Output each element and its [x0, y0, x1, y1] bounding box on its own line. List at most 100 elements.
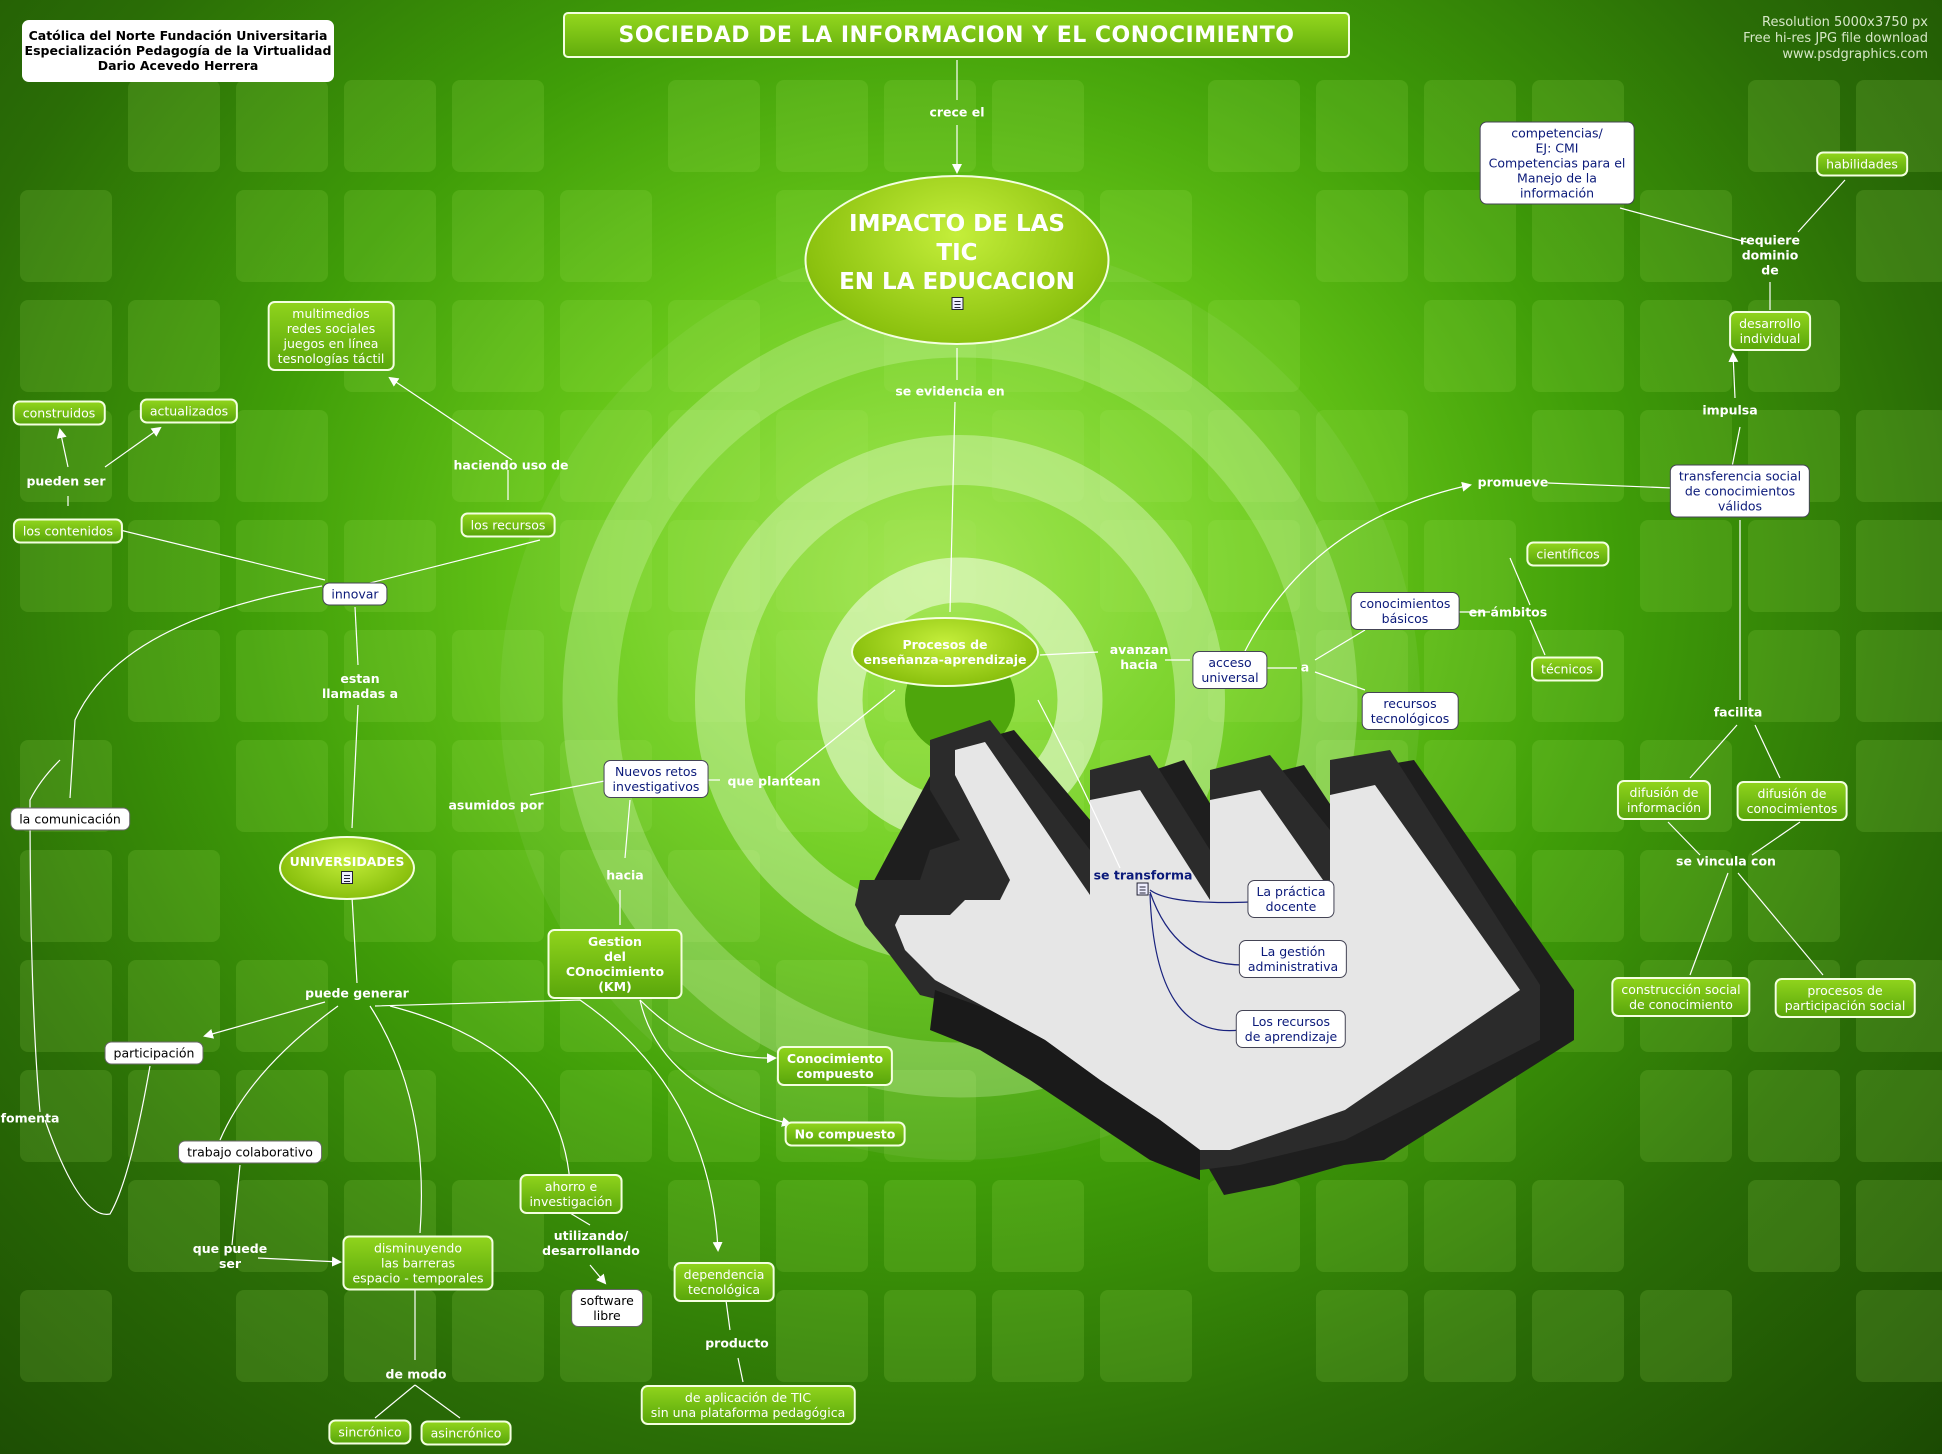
node-recursos-tecnologicos[interactable]: recursos tecnológicos: [1362, 692, 1459, 730]
node-cientificos[interactable]: científicos: [1526, 542, 1609, 567]
node-dependencia[interactable]: dependencia tecnológica: [674, 1262, 775, 1302]
node-line: Conocimiento: [787, 1051, 883, 1066]
node-line: tesnologías táctil: [278, 351, 385, 366]
node-gestion-administrativa[interactable]: La gestión administrativa: [1239, 940, 1347, 978]
node-line: disminuyendo: [352, 1241, 483, 1256]
link-line: hacia: [1110, 657, 1169, 672]
node-line: de conocimiento: [1621, 997, 1740, 1012]
node-acceso-universal[interactable]: acceso universal: [1192, 651, 1267, 689]
node-software-libre[interactable]: software libre: [571, 1289, 643, 1327]
node-line: conocimientos: [1360, 596, 1451, 611]
link-se-evidencia-en: se evidencia en: [895, 384, 1004, 399]
link-producto: producto: [705, 1336, 769, 1351]
node-line: procesos de: [1785, 983, 1906, 998]
document-icon[interactable]: [341, 871, 353, 884]
node-line: (KM): [558, 979, 673, 994]
node-line: juegos en línea: [278, 336, 385, 351]
link-hacia: hacia: [606, 868, 643, 883]
node-tecnicos[interactable]: técnicos: [1531, 657, 1603, 682]
concept-universidades[interactable]: UNIVERSIDADES: [279, 836, 415, 900]
node-line: docente: [1256, 899, 1325, 914]
node-disminuyendo[interactable]: disminuyendo las barreras espacio - temp…: [342, 1236, 493, 1291]
node-conocimiento-compuesto[interactable]: Conocimiento compuesto: [777, 1046, 893, 1086]
node-line: EJ: CMI: [1489, 141, 1626, 156]
node-line: ahorro e: [530, 1179, 613, 1194]
node-habilidades[interactable]: habilidades: [1816, 152, 1908, 177]
link-line: desarrollando: [542, 1243, 640, 1258]
node-los-contenidos[interactable]: los contenidos: [13, 519, 123, 544]
node-line: competencias/: [1489, 126, 1626, 141]
watermark: Resolution 5000x3750 px Free hi-res JPG …: [1743, 15, 1928, 63]
node-participacion[interactable]: participación: [105, 1042, 204, 1065]
node-practica-docente[interactable]: La práctica docente: [1247, 880, 1334, 918]
node-line: COnocimiento: [558, 964, 673, 979]
concept-line: enseñanza-aprendizaje: [863, 652, 1026, 667]
credit-line: Especialización Pedagogía de la Virtuali…: [22, 43, 334, 58]
link-line: utilizando/: [542, 1228, 640, 1243]
node-ahorro[interactable]: ahorro e investigación: [520, 1174, 623, 1214]
link-requiere-dominio-de: requiere dominio de: [1740, 233, 1800, 278]
node-line: investigativos: [613, 779, 700, 794]
node-line: acceso: [1201, 655, 1258, 670]
node-construccion-social[interactable]: construcción social de conocimiento: [1611, 977, 1750, 1017]
node-line: universal: [1201, 670, 1258, 685]
node-line: de aprendizaje: [1245, 1029, 1337, 1044]
link-estan-llamadas-a: estan llamadas a: [322, 671, 398, 701]
node-construidos[interactable]: construidos: [13, 401, 106, 426]
node-line: Manejo de la: [1489, 171, 1626, 186]
node-line: tecnológica: [684, 1282, 765, 1297]
node-recursos-aprendizaje[interactable]: Los recursos de aprendizaje: [1236, 1010, 1346, 1048]
node-innovar[interactable]: innovar: [322, 583, 387, 606]
watermark-line: Resolution 5000x3750 px: [1743, 15, 1928, 31]
node-transferencia[interactable]: transferencia social de conocimientos vá…: [1670, 465, 1810, 518]
node-gestion-conocimiento[interactable]: Gestion del COnocimiento (KM): [548, 929, 683, 999]
node-line: redes sociales: [278, 321, 385, 336]
node-aplicacion-tic[interactable]: de aplicación de TIC sin una plataforma …: [641, 1385, 856, 1425]
node-line: construcción social: [1621, 982, 1740, 997]
node-desarrollo-individual[interactable]: desarrollo individual: [1729, 311, 1811, 351]
node-line: sin una plataforma pedagógica: [651, 1405, 846, 1420]
node-line: La gestión: [1248, 944, 1338, 959]
node-procesos-participacion[interactable]: procesos de participación social: [1775, 978, 1916, 1018]
node-line: Competencias para el: [1489, 156, 1626, 171]
node-line: Gestion: [558, 934, 673, 949]
node-multimedios[interactable]: multimedios redes sociales juegos en lín…: [268, 301, 395, 371]
node-sincronico[interactable]: sincrónico: [328, 1420, 411, 1445]
node-line: compuesto: [787, 1066, 883, 1081]
node-los-recursos[interactable]: los recursos: [461, 513, 556, 538]
node-difusion-informacion[interactable]: difusión de información: [1617, 780, 1711, 820]
node-nuevos-retos[interactable]: Nuevos retos investigativos: [604, 760, 709, 798]
document-icon[interactable]: [1137, 883, 1149, 896]
node-line: investigación: [530, 1194, 613, 1209]
document-icon[interactable]: [951, 297, 963, 310]
link-utilizando: utilizando/ desarrollando: [542, 1228, 640, 1258]
node-line: de conocimientos: [1679, 484, 1801, 499]
link-pueden-ser: pueden ser: [26, 474, 105, 489]
map-title-text: SOCIEDAD DE LA INFORMACION Y EL CONOCIMI…: [619, 23, 1295, 48]
node-conocimientos-basicos[interactable]: conocimientos básicos: [1351, 592, 1460, 630]
node-actualizados[interactable]: actualizados: [140, 399, 238, 424]
node-competencias[interactable]: competencias/ EJ: CMI Competencias para …: [1480, 122, 1635, 205]
node-la-comunicacion[interactable]: la comunicación: [10, 808, 130, 831]
concept-procesos[interactable]: Procesos de enseñanza-aprendizaje: [851, 617, 1039, 687]
node-difusion-conocimientos[interactable]: difusión de conocimientos: [1737, 781, 1848, 821]
author-credits: Católica del Norte Fundación Universitar…: [22, 20, 334, 82]
node-line: transferencia social: [1679, 469, 1801, 484]
node-line: individual: [1739, 331, 1801, 346]
node-trabajo-colaborativo[interactable]: trabajo colaborativo: [178, 1141, 322, 1164]
node-asincronico[interactable]: asincrónico: [421, 1421, 512, 1446]
link-asumidos-por: asumidos por: [448, 798, 543, 813]
node-line: válidos: [1679, 499, 1801, 514]
node-line: Los recursos: [1245, 1014, 1337, 1029]
concept-impacto-tic[interactable]: IMPACTO DE LAS TIC EN LA EDUCACION: [805, 175, 1110, 345]
node-no-compuesto[interactable]: No compuesto: [785, 1122, 906, 1147]
link-line: se transforma: [1094, 868, 1193, 883]
credit-line: Dario Acevedo Herrera: [22, 58, 334, 73]
link-se-transforma: se transforma: [1094, 868, 1193, 899]
concept-line: Procesos de: [902, 637, 987, 652]
link-facilita: facilita: [1714, 705, 1763, 720]
node-line: software: [580, 1293, 634, 1308]
link-line: que puede: [193, 1241, 267, 1256]
link-line: llamadas a: [322, 686, 398, 701]
